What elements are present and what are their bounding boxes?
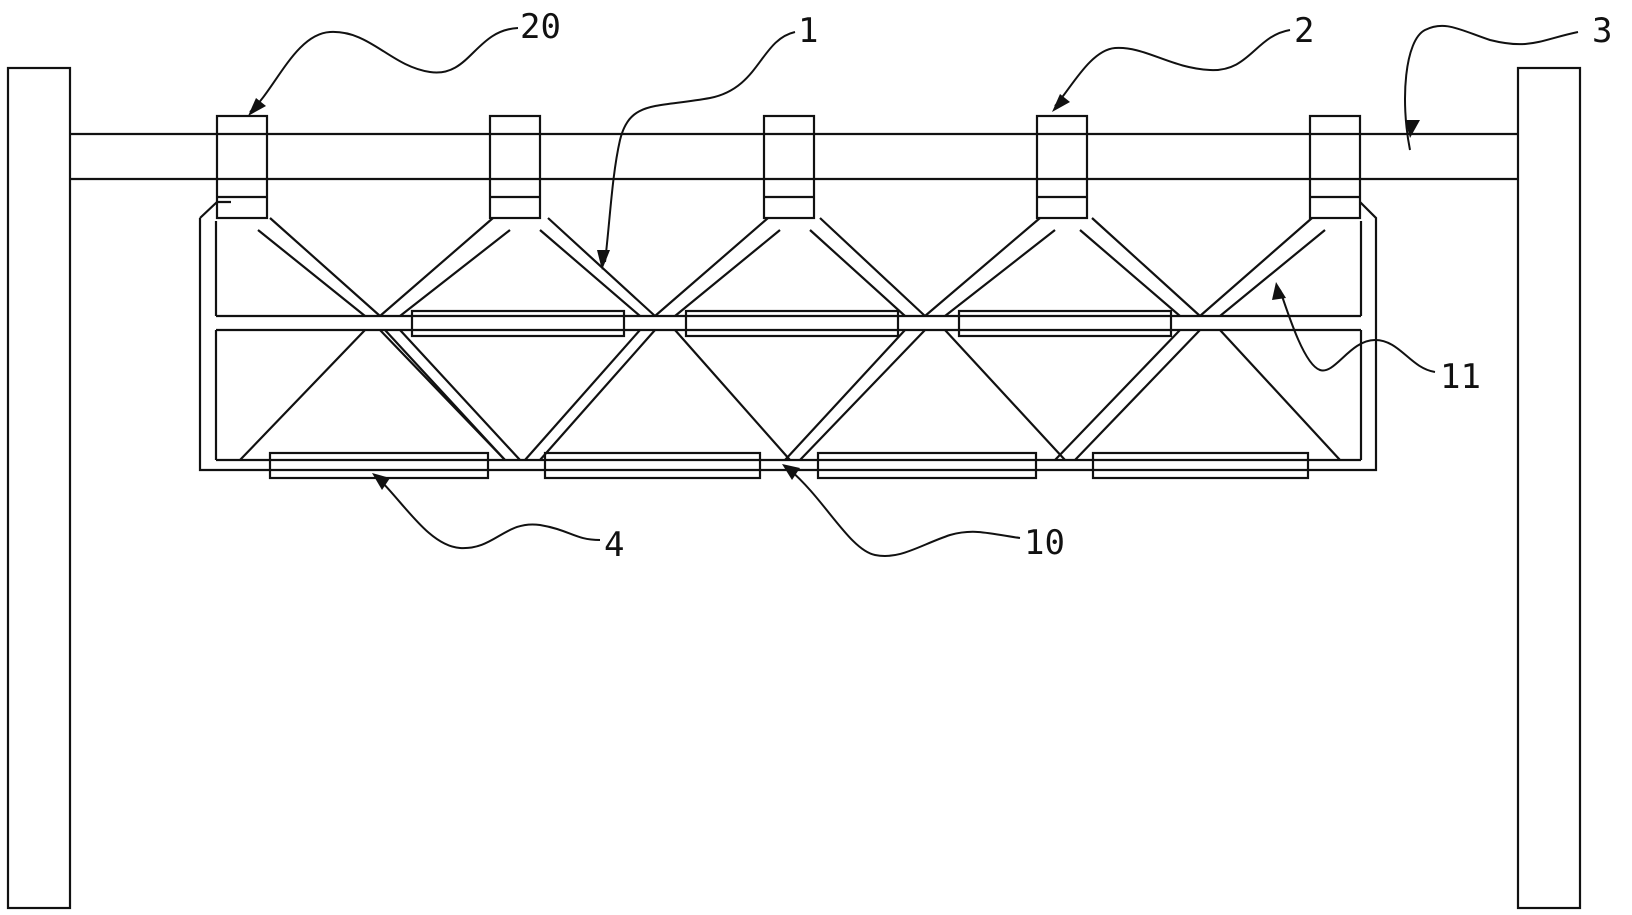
label-3: 3 [1592,11,1612,51]
clamp [764,116,814,218]
label-1: 1 [798,11,818,51]
right-post [1518,68,1580,908]
label-11: 11 [1440,357,1481,397]
arrowhead [248,98,266,116]
roller [818,453,1036,478]
left-post [8,68,70,908]
label-4: 4 [604,525,624,565]
leader-4 [380,480,600,548]
leader-1 [605,32,795,262]
label-10: 10 [1024,523,1065,563]
clamp [1310,116,1360,218]
leader-20 [250,28,518,112]
crossbar [70,134,1518,179]
roller [686,311,898,336]
roller [545,453,760,478]
roller [412,311,624,336]
label-20: 20 [520,7,561,47]
arrowhead [597,250,610,270]
roller [270,453,488,478]
clamps [217,116,1360,218]
clamp [490,116,540,218]
diagonal-members [240,218,1340,460]
label-2: 2 [1294,11,1314,51]
arrowhead [1272,282,1286,300]
arrowhead [1052,94,1070,112]
middle-rollers [412,311,1171,336]
leader-3 [1405,26,1578,150]
roller [959,311,1171,336]
leader-2 [1055,30,1290,106]
roller [1093,453,1308,478]
leader-lines [248,26,1578,556]
clamp [1037,116,1087,218]
leader-10 [790,470,1020,556]
